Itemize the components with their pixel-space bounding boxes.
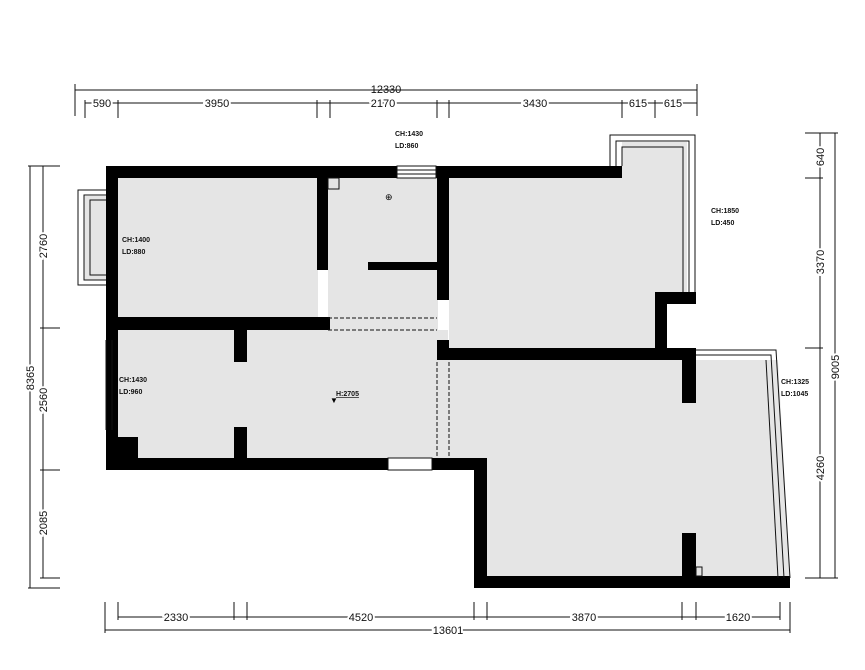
- ceiling-height-label: H:2705: [336, 391, 359, 398]
- window-label-ch: CH:1430: [395, 131, 423, 138]
- dim-bottom-segment: 4520: [349, 612, 373, 624]
- room-hall: [328, 178, 438, 330]
- dim-top-segment: 615: [664, 98, 682, 110]
- dim-right-segment: 640: [815, 148, 827, 166]
- dimension-left: 8365 2760 2560 2085: [23, 165, 60, 589]
- dim-top-overall: 12330: [371, 84, 402, 96]
- dim-top-segment: 3950: [205, 98, 229, 110]
- dimension-top: 12330 590 3950 2170 3430 615 615: [74, 84, 698, 118]
- window-label-ld: LD:960: [119, 389, 142, 396]
- window-label-ch: CH:1400: [122, 237, 150, 244]
- window-label-ch: CH:1325: [781, 379, 809, 386]
- room-bay-left: [84, 196, 106, 280]
- dim-top-segment: 2170: [371, 98, 395, 110]
- dim-top-segment: 615: [629, 98, 647, 110]
- dim-right-overall: 9005: [830, 355, 842, 379]
- dim-right-segment: 4260: [815, 456, 827, 480]
- window-label-ld: LD:860: [395, 143, 418, 150]
- dim-top-segment: 3430: [523, 98, 547, 110]
- dim-bottom-segment: 1620: [726, 612, 750, 624]
- walls: [106, 166, 790, 588]
- window-label-ch: CH:1850: [711, 208, 739, 215]
- dimension-right: 9005 640 3370 4260: [805, 132, 844, 579]
- room-fills: [84, 142, 790, 576]
- room-lower-right: [487, 360, 790, 576]
- dim-left-segment: 2085: [38, 511, 50, 535]
- dim-left-segment: 2760: [38, 234, 50, 258]
- room-bedroom-upper-right: [449, 178, 655, 348]
- room-balcony-top: [622, 142, 687, 292]
- dim-right-segment: 3370: [815, 250, 827, 274]
- window-labels: CH:1430 LD:860 CH:1850 LD:450 CH:1400 LD…: [119, 131, 809, 405]
- window-label-ld: LD:1045: [781, 391, 808, 398]
- window-lines: [77, 134, 791, 579]
- elevation-marker-icon: ▼: [330, 396, 338, 405]
- dim-bottom-overall: 13601: [433, 625, 464, 637]
- dim-bottom-segment: 2330: [164, 612, 188, 624]
- room-living: [118, 330, 448, 458]
- dim-bottom-segment: 3870: [572, 612, 596, 624]
- window-label-ld: LD:450: [711, 220, 734, 227]
- dimension-bottom: 2330 4520 3870 1620 13601: [104, 602, 791, 639]
- light-fixture-icon: ⊕: [385, 192, 393, 202]
- dim-left-overall: 8365: [25, 366, 37, 390]
- dim-top-segment: 590: [93, 98, 111, 110]
- dim-left-segment: 2560: [38, 388, 50, 412]
- window-label-ld: LD:880: [122, 249, 145, 256]
- room-bedroom-upper-left: [118, 178, 318, 318]
- window-label-ch: CH:1430: [119, 377, 147, 384]
